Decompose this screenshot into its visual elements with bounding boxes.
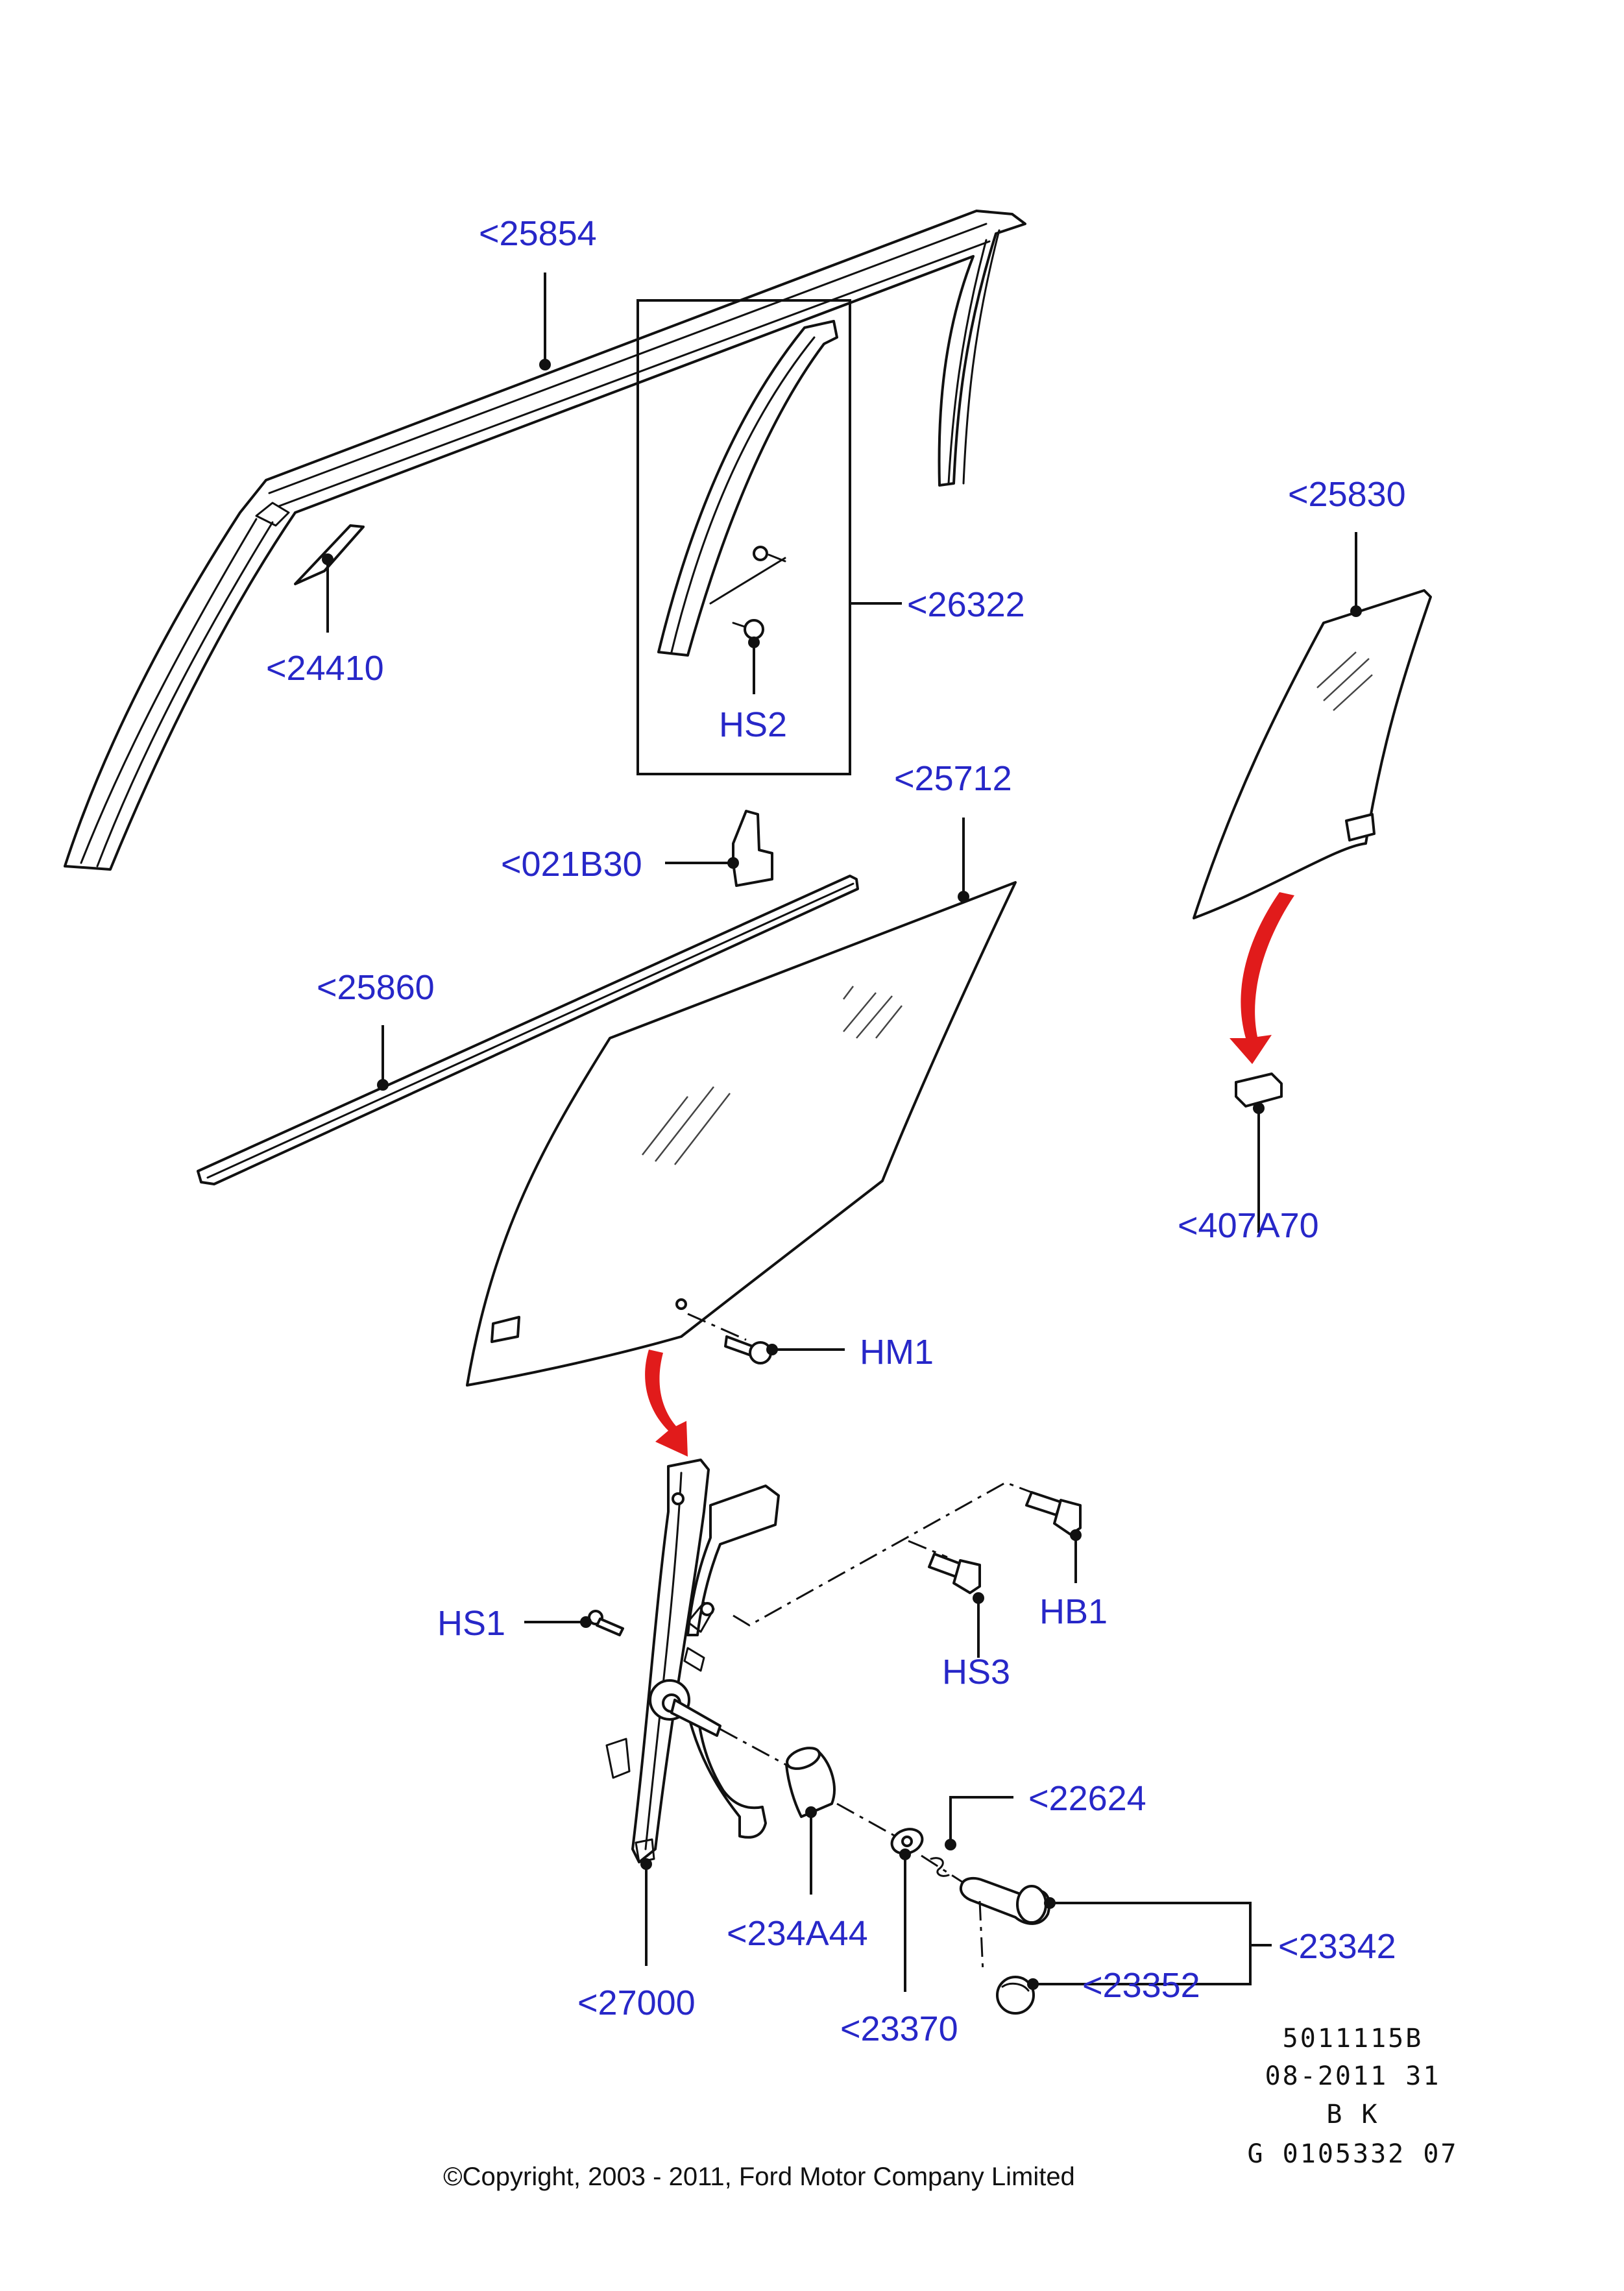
- meta-ref: G 0105332 07: [1248, 2139, 1459, 2169]
- red-arrow-quarter-glass: [1230, 892, 1294, 1064]
- clip-407a70: [1235, 1073, 1283, 1108]
- callout-23352: <23352: [1082, 1966, 1200, 2005]
- callout-234a44: <234A44: [727, 1914, 868, 1953]
- callout-27000: <27000: [577, 1983, 696, 2022]
- callout-26322: <26322: [907, 585, 1025, 624]
- applique-26322: [657, 320, 838, 657]
- knob-axis-line: [978, 1900, 984, 1973]
- callout-hs1: HS1: [437, 1604, 505, 1643]
- handle-axis-line: [720, 1728, 799, 1773]
- callout-hm1: HM1: [860, 1333, 934, 1372]
- knob-23352: [996, 1976, 1035, 2015]
- red-arrow-regulator: [645, 1350, 688, 1457]
- callout-25860: <25860: [317, 968, 435, 1007]
- door-glass-25712: [466, 881, 1017, 1387]
- crank-axis-line: [921, 1854, 967, 1886]
- bolt-hb1: [1025, 1491, 1082, 1536]
- screw-hs2: [732, 619, 764, 640]
- bushing-234a44: [785, 1747, 836, 1818]
- window-regulator-27000: [605, 1459, 780, 1863]
- bolt-hm1: [687, 1313, 772, 1364]
- washer-23370: [890, 1828, 924, 1855]
- callout-hs2: HS2: [719, 705, 787, 744]
- washer-axis-line: [836, 1802, 896, 1837]
- clip-22624: [930, 1857, 950, 1877]
- crank-handle-23342: [960, 1876, 1051, 1925]
- callout-hb1: HB1: [1039, 1592, 1108, 1631]
- guide-021b30: [732, 810, 773, 887]
- bolt-path-lines: [733, 1481, 1032, 1627]
- meta-code: 5011115B: [1283, 2024, 1424, 2054]
- bolt-path-hs3: [908, 1540, 948, 1558]
- callout-hs3: HS3: [942, 1653, 1010, 1691]
- callout-22624: <22624: [1028, 1779, 1146, 1818]
- leader-lines: [322, 273, 1362, 1992]
- clip-hs2-upper: [753, 546, 786, 563]
- callout-24410: <24410: [266, 649, 384, 688]
- door-frame-run-channel: [64, 210, 1026, 871]
- callout-23342: <23342: [1278, 1927, 1396, 1966]
- copyright-text: ©Copyright, 2003 - 2011, Ford Motor Comp…: [443, 2163, 1075, 2191]
- callout-25830: <25830: [1288, 475, 1406, 514]
- screw-hs1: [588, 1610, 624, 1636]
- callout-25854: <25854: [479, 214, 597, 253]
- callout-407a70: <407A70: [1178, 1206, 1319, 1245]
- quarter-glass-25830: [1193, 589, 1432, 919]
- meta-initials: B K: [1326, 2100, 1379, 2129]
- callout-box-26322: [636, 299, 851, 775]
- callout-021b30: <021B30: [501, 845, 642, 884]
- bolt-hs3: [928, 1553, 981, 1594]
- belt-moulding-25860: [197, 875, 859, 1185]
- callout-23370: <23370: [840, 2009, 958, 2048]
- meta-date: 08-2011 31: [1265, 2061, 1441, 2091]
- callout-25712: <25712: [894, 759, 1012, 798]
